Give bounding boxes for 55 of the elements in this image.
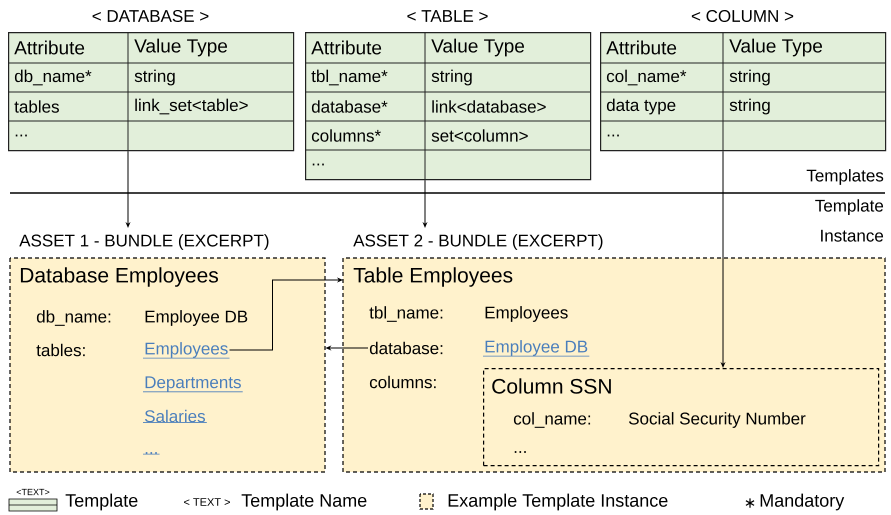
table-cell: db_name*	[14, 70, 92, 86]
link-text: ...	[142, 452, 160, 455]
section-label: Templates	[806, 169, 884, 185]
legend-text: Mandatory	[760, 494, 844, 510]
table-cell: link<database>	[432, 100, 546, 113]
table-cell: col_name*	[606, 70, 686, 86]
table-cell: string	[432, 70, 472, 86]
header-cell: Value Type	[729, 38, 822, 56]
legend-text: Template	[66, 494, 138, 510]
attribute-value: ...	[514, 451, 526, 453]
attribute-label: col_name:	[514, 412, 590, 428]
link-text: Departments	[142, 376, 244, 392]
template-name: < DATABASE >	[92, 10, 208, 22]
attribute-label: tbl_name:	[369, 306, 442, 322]
bundle-heading: ASSET 2 - BUNDLE (EXCERPT)	[353, 234, 602, 250]
table-cell: string	[730, 70, 770, 86]
table-cell: tbl_name*	[311, 70, 388, 86]
legend-text: Example Template Instance	[448, 494, 668, 510]
table-cell: columns*	[312, 129, 381, 142]
bundle-heading: ASSET 1 - BUNDLE (EXCERPT)	[19, 234, 268, 250]
table-cell: ...	[16, 134, 27, 136]
legend-text: Template Name	[242, 494, 366, 510]
link-text: Salaries	[142, 410, 208, 423]
table-cell: set<column>	[432, 129, 528, 142]
table-cell: ...	[312, 164, 324, 166]
header-cell: Value Type	[431, 38, 524, 56]
legend-sample-text: ∗	[746, 498, 754, 508]
header-cell: Value Type	[134, 38, 228, 56]
legend-sample-text: <TEXT>	[16, 488, 50, 496]
attribute-label: columns:	[370, 376, 436, 388]
table-cell: tables	[14, 100, 59, 113]
instance-title: Column SSN	[492, 378, 611, 394]
section-label: Template Instance	[815, 199, 884, 242]
header-cell: Attribute	[606, 40, 676, 54]
attribute-value: Employees	[486, 306, 568, 322]
attribute-label: database:	[370, 342, 442, 354]
attribute-label: db_name:	[36, 310, 110, 326]
header-cell: Attribute	[14, 40, 84, 54]
table-cell: ...	[608, 134, 619, 136]
link-text: Employee DB	[482, 340, 590, 357]
header-cell: Attribute	[311, 40, 382, 54]
table-cell: link_set<table>	[135, 98, 248, 114]
table-cell: string	[730, 98, 770, 114]
table-cell: database*	[312, 100, 388, 113]
instance-title: Table Employees	[354, 267, 512, 287]
instance-title: Database Employees	[20, 267, 218, 287]
template-name: < COLUMN >	[692, 10, 794, 22]
legend-sample-text: < TEXT >	[184, 498, 230, 506]
template-name: < TABLE >	[407, 10, 488, 22]
link-text: Employees	[142, 342, 230, 359]
attribute-value: Social Security Number	[628, 412, 806, 428]
table-cell: data type	[606, 98, 676, 114]
table-cell: string	[134, 70, 175, 86]
attribute-value: Employee DB	[146, 310, 248, 326]
attribute-label: tables:	[36, 344, 85, 356]
